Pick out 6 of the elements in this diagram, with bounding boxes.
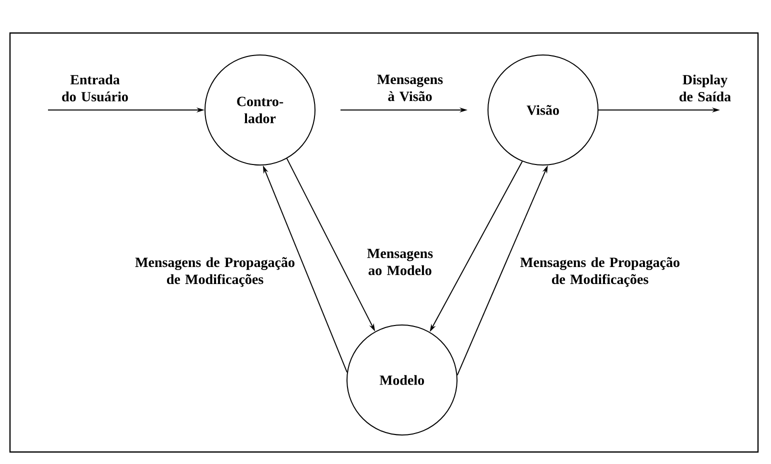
edge-label: Mensagens de Propagação de Modificações (135, 257, 294, 287)
edge-label: Mensagens de Propagação de Modificações (520, 257, 680, 287)
edge-label: Mensagens ao Modelo (367, 248, 433, 276)
edge-label: Mensagens à Visão (377, 74, 443, 102)
edge-label: Entrada do Usuário (62, 74, 128, 102)
edge-label: Display de Saída (680, 74, 731, 102)
